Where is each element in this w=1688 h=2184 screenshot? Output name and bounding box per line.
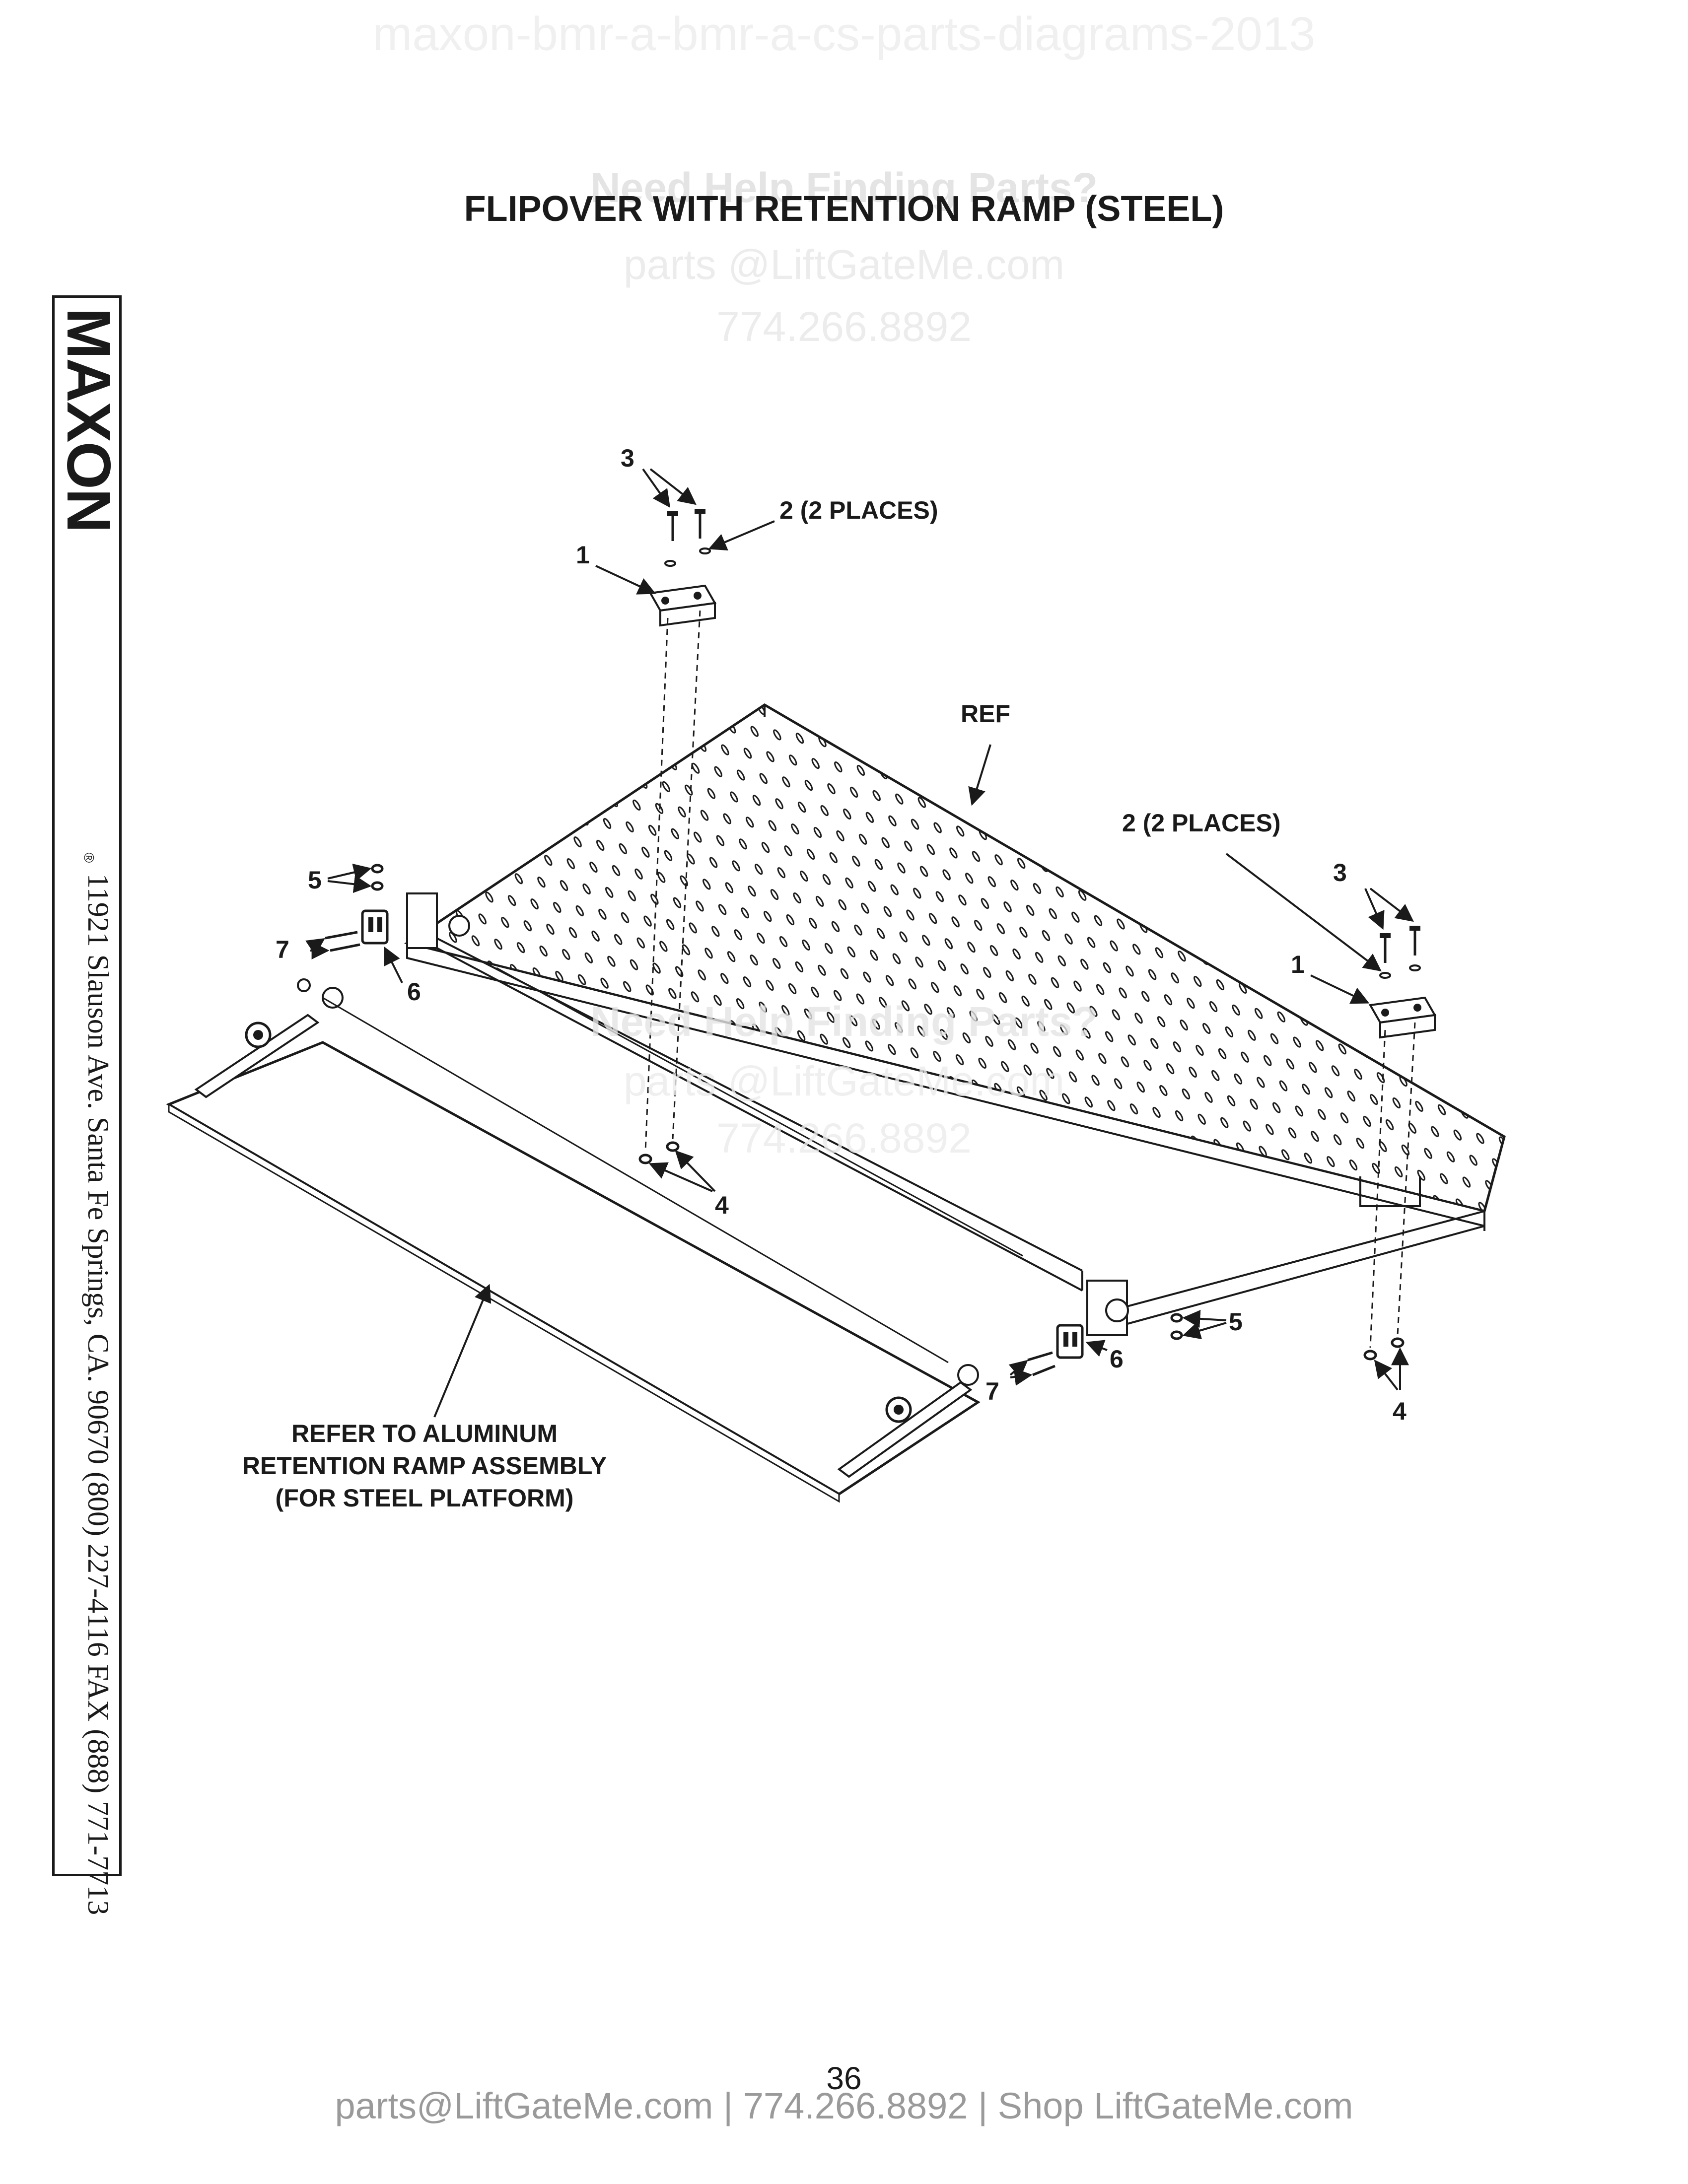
callout-5-left: 5 xyxy=(308,866,322,894)
assembly-centerlines xyxy=(644,610,1416,1348)
watermark-phone-mid: 774.266.8892 xyxy=(716,1115,972,1161)
note-line-1: REFER TO ALUMINUM xyxy=(291,1420,558,1447)
watermark-heading-mid: Need Help Finding Parts? xyxy=(590,998,1098,1045)
watermark-email-mid: parts @LiftGateMe.com xyxy=(623,1058,1065,1104)
note-line-2: RETENTION RAMP ASSEMBLY xyxy=(242,1452,607,1480)
callout-7-right: 7 xyxy=(985,1377,999,1405)
bolts-and-washers-right xyxy=(1379,926,1421,979)
footer-contact: parts@LiftGateMe.com | 774.266.8892 | Sh… xyxy=(335,2085,1353,2126)
callout-4-right: 4 xyxy=(1393,1397,1407,1425)
retention-ramp-panel xyxy=(166,978,981,1503)
watermark-email-top: parts @LiftGateMe.com xyxy=(623,241,1065,288)
callout-ref: REF xyxy=(961,700,1010,728)
lock-nuts xyxy=(371,864,1183,1340)
callout-6-left: 6 xyxy=(407,978,421,1006)
note-line-3: (FOR STEEL PLATFORM) xyxy=(276,1484,574,1512)
registered-mark: ® xyxy=(81,852,97,863)
header-watermark: maxon-bmr-a-bmr-a-cs-parts-diagrams-2013 xyxy=(372,7,1316,61)
callout-1-right: 1 xyxy=(1291,951,1305,978)
maxon-logo: MAXON xyxy=(54,308,123,532)
watermark-phone-top: 774.266.8892 xyxy=(716,303,972,350)
callout-3-right: 3 xyxy=(1333,859,1347,887)
company-address: 11921 Slauson Ave. Santa Fe Springs, CA.… xyxy=(82,874,115,1915)
callout-2-right: 2 (2 PLACES) xyxy=(1122,809,1281,837)
mounting-block-left xyxy=(648,584,717,627)
mounting-block-right xyxy=(1368,996,1437,1039)
callout-4-left: 4 xyxy=(715,1191,729,1219)
page-number: 36 xyxy=(826,2060,862,2096)
callout-3-left: 3 xyxy=(621,444,634,472)
company-sidebar: MAXON ® 11921 Slauson Ave. Santa Fe Spri… xyxy=(52,295,123,1915)
callout-6-right: 6 xyxy=(1110,1345,1124,1373)
watermark-heading-top: Need Help Finding Parts? xyxy=(590,164,1098,211)
stop-blocks-and-screws xyxy=(325,909,1084,1376)
leader-lines xyxy=(305,468,1414,1418)
callout-1-left: 1 xyxy=(576,541,590,569)
callout-7-left: 7 xyxy=(276,936,289,963)
steel-platform xyxy=(404,703,1506,1336)
nuts xyxy=(638,1141,1405,1361)
page-title: FLIPOVER WITH RETENTION RAMP (STEEL) xyxy=(464,189,1224,229)
callout-2-left: 2 (2 PLACES) xyxy=(779,496,938,524)
bolts-and-washers-left xyxy=(664,509,711,567)
callout-5-right: 5 xyxy=(1229,1308,1243,1336)
